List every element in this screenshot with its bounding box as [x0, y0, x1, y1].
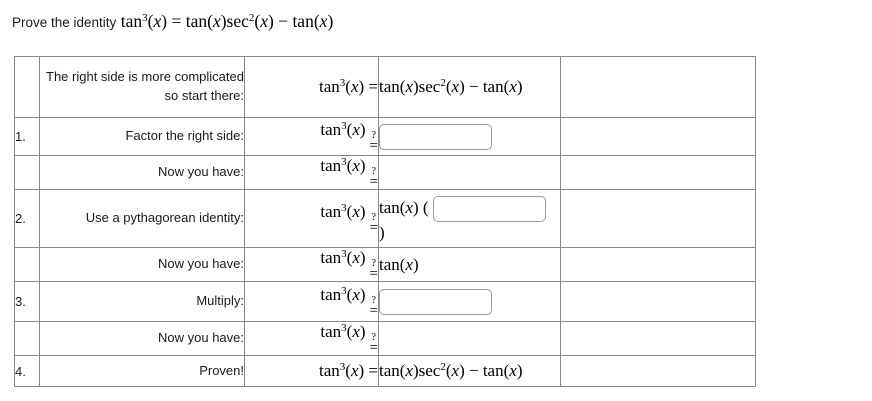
lhs-math: tan3(x)?= [244, 189, 379, 248]
table-row-step-2: 2. Use a pythagorean identity: tan3(x)?=… [14, 189, 756, 248]
answer-input-step-1[interactable] [379, 123, 492, 150]
page: Prove the identity tan3(x) = tan(x)sec2(… [0, 0, 872, 387]
lhs-math: tan3(x)?= [244, 247, 379, 282]
rhs-math-suffix: ) [379, 222, 385, 242]
empty-cell [560, 281, 756, 322]
table-row-step-1: 1. Factor the right side: tan3(x)?= [14, 117, 756, 156]
empty-cell [378, 321, 561, 356]
rhs-math: tan(x)sec2(x) − tan(x) [378, 355, 561, 387]
answer-input-step-3[interactable] [379, 288, 492, 315]
empty-cell [560, 117, 756, 156]
lhs-math: tan3(x)?= [244, 321, 379, 356]
step-instruction: Now you have: [39, 247, 245, 282]
step-number [14, 321, 40, 356]
empty-cell [560, 247, 756, 282]
table-row-step-4: 4. Proven! tan3(x) = tan(x)sec2(x) − tan… [14, 355, 756, 387]
step-instruction: Now you have: [39, 321, 245, 356]
step-number: 1. [14, 117, 40, 156]
title-math: tan3(x) = tan(x)sec2(x) − tan(x) [120, 11, 334, 31]
answer-input-step-2[interactable] [433, 195, 547, 222]
table-row-now-you-have-1: Now you have: tan3(x)?= [14, 155, 756, 190]
table-row-now-you-have-2: Now you have: tan3(x)?= tan(x) [14, 247, 756, 282]
step-number [14, 155, 40, 190]
empty-cell [378, 155, 561, 190]
proof-table: The right side is more complicated so st… [14, 56, 756, 387]
title-prefix: Prove the identity [12, 15, 117, 30]
empty-cell [560, 56, 756, 118]
step-number [14, 56, 40, 118]
answer-cell: tan(x) ( ) [378, 189, 561, 248]
step-number: 2. [14, 189, 40, 248]
lhs-math: tan3(x)?= [244, 281, 379, 322]
empty-cell [560, 355, 756, 387]
empty-cell [560, 155, 756, 190]
step-number: 4. [14, 355, 40, 387]
step-instruction: Use a pythagorean identity: [39, 189, 245, 248]
table-row-step-3: 3. Multiply: tan3(x)?= [14, 281, 756, 322]
rhs-math: tan(x)sec2(x) − tan(x) [378, 56, 561, 118]
step-instruction: Proven! [39, 355, 245, 387]
step-instruction: Factor the right side: [39, 117, 245, 156]
step-number [14, 247, 40, 282]
rhs-math-prefix: tan(x) ( [379, 197, 429, 217]
table-row-now-you-have-3: Now you have: tan3(x)?= [14, 321, 756, 356]
lhs-math: tan3(x)?= [244, 117, 379, 156]
table-row-intro: The right side is more complicated so st… [14, 56, 756, 118]
empty-cell [560, 189, 756, 248]
step-number: 3. [14, 281, 40, 322]
page-title: Prove the identity tan3(x) = tan(x)sec2(… [0, 0, 872, 32]
step-instruction: Multiply: [39, 281, 245, 322]
lhs-math: tan3(x) = [244, 355, 379, 387]
rhs-math: tan(x) [378, 247, 561, 282]
empty-cell [560, 321, 756, 356]
step-instruction: The right side is more complicated so st… [39, 56, 245, 118]
lhs-math: tan3(x) = [244, 56, 379, 118]
lhs-math: tan3(x)?= [244, 155, 379, 190]
answer-cell [378, 281, 561, 322]
answer-cell [378, 117, 561, 156]
step-instruction: Now you have: [39, 155, 245, 190]
